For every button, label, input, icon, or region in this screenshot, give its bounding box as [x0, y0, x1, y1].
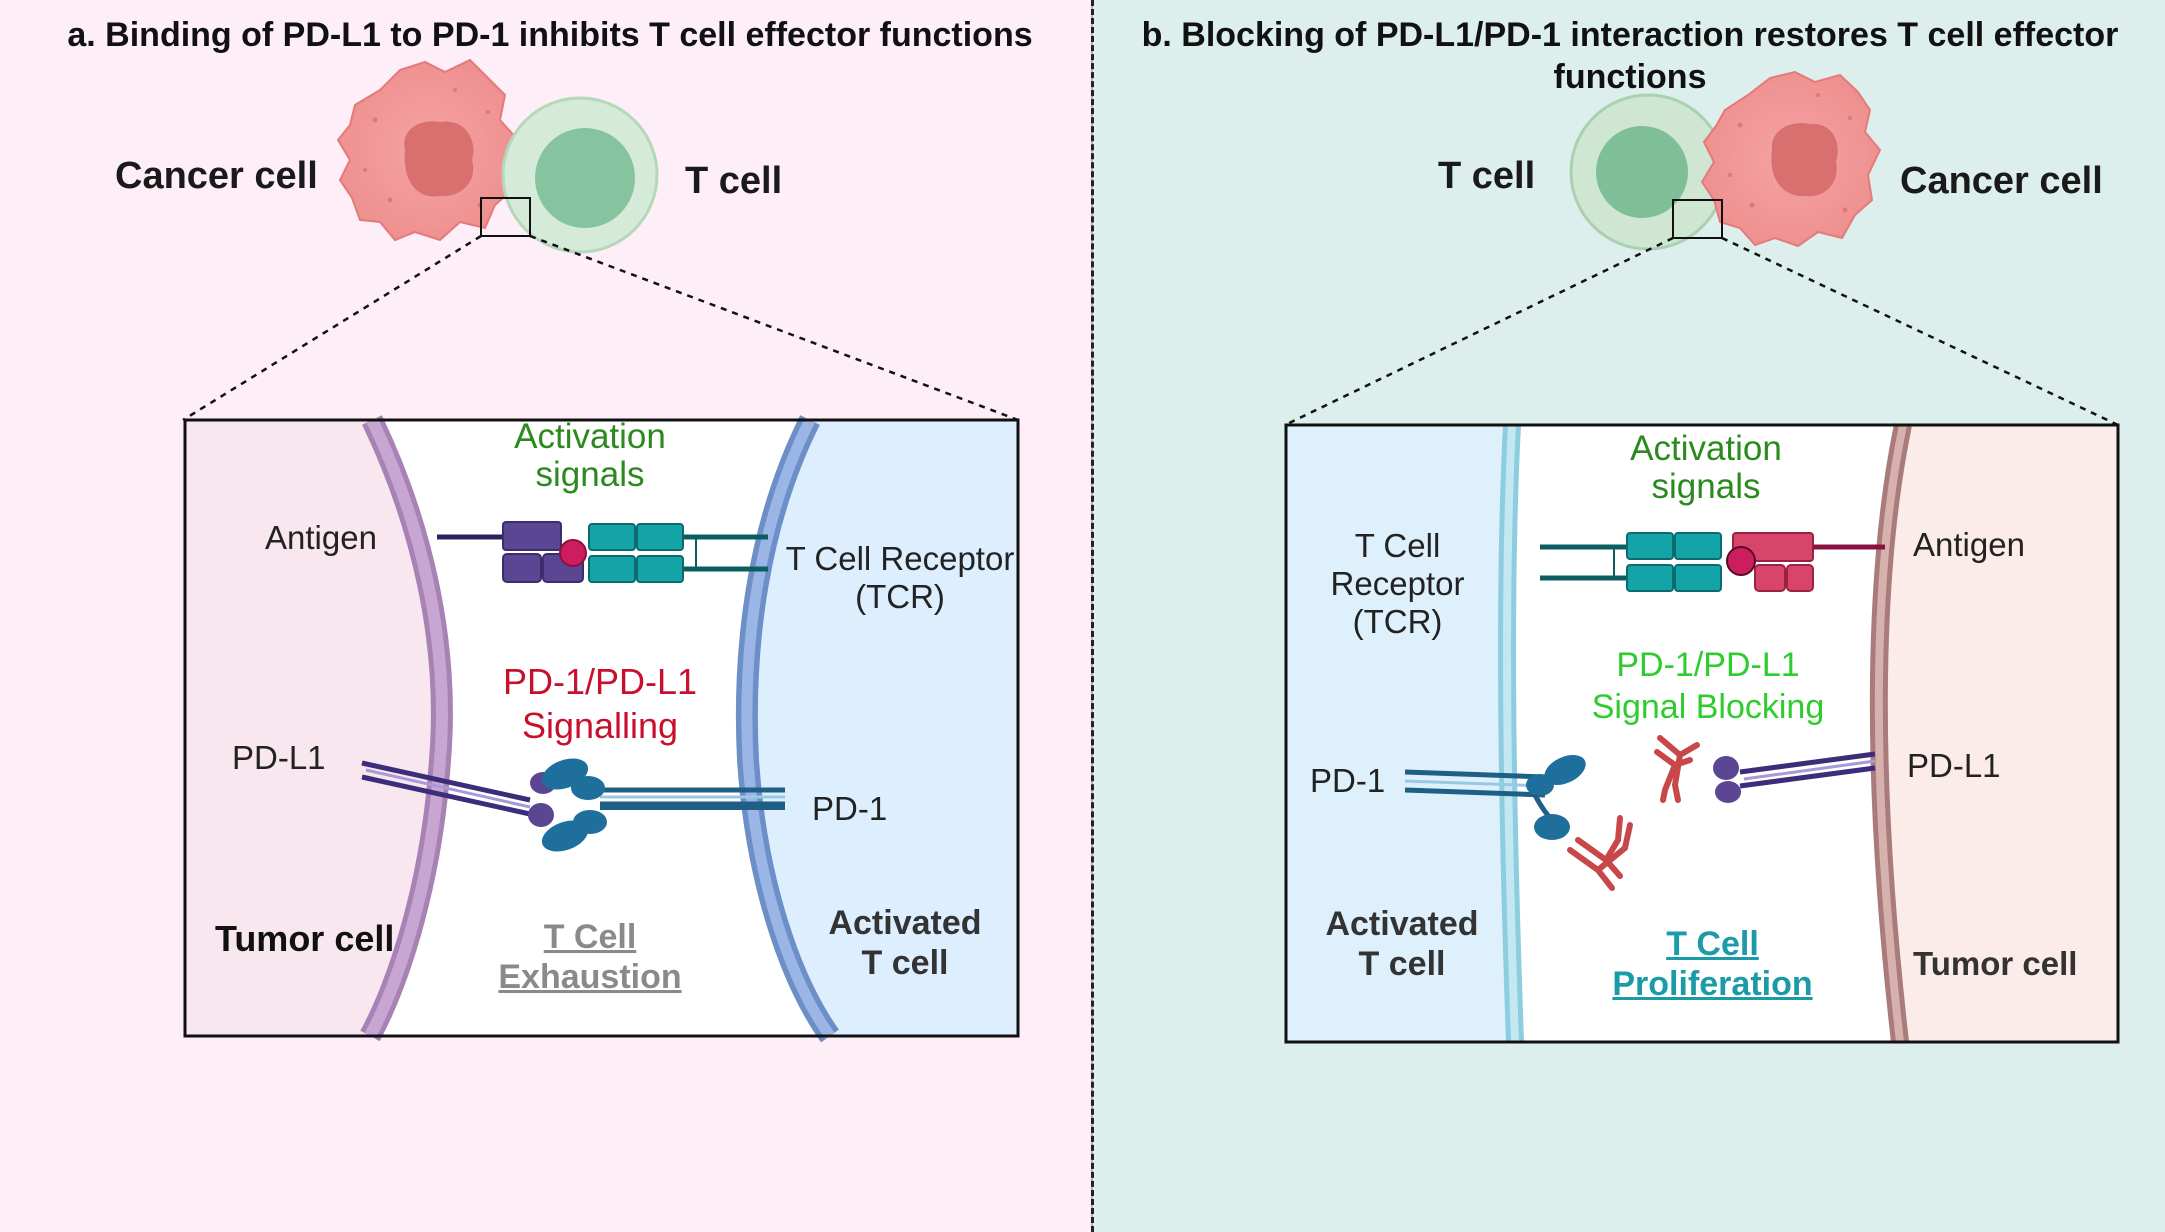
- antigen-label-a: Antigen: [265, 519, 377, 556]
- activation-signals-label-b: Activation signals: [1630, 429, 1782, 506]
- zoom-box-a: [480, 197, 531, 237]
- activated-t-cell-label-b: Activated T cell: [1325, 905, 1479, 983]
- tumor-cell-label-a: Tumor cell: [215, 918, 395, 959]
- panel-b-title: b. Blocking of PD-L1/PD-1 interaction re…: [1141, 16, 2119, 96]
- mhc-antigen-complex-a: [437, 521, 587, 583]
- pd-1-label-b: PD-1: [1310, 762, 1386, 799]
- cancer-cell-label-a: Cancer cell: [115, 155, 318, 197]
- tcr-label-b: T Cell Receptor (TCR): [1330, 527, 1465, 640]
- cancer-cell-icon-b: [1700, 70, 1882, 248]
- t-cell-label-a: T cell: [685, 160, 783, 202]
- outcome-label-b: T Cell Proliferation: [1612, 925, 1813, 1003]
- t-cell-icon-a: [501, 96, 659, 254]
- pd-l1-label-b: PD-L1: [1907, 747, 2001, 784]
- antibody-icon-1: [1567, 815, 1633, 891]
- zoom-box-b: [1672, 199, 1723, 239]
- outcome-label-a: T Cell Exhaustion: [498, 918, 682, 996]
- tumor-cell-label-b: Tumor cell: [1913, 945, 2078, 982]
- cancer-cell-icon-a: [336, 58, 520, 242]
- pd-1-molecule-a: [541, 758, 785, 852]
- pd-1-molecule-b: [1404, 754, 1586, 840]
- tcr-complex-a: [588, 523, 768, 583]
- pd-l1-label-a: PD-L1: [232, 739, 326, 776]
- pd-l1-molecule-b: [1713, 751, 1876, 803]
- tcr-label-a: T Cell Receptor (TCR): [785, 540, 1015, 615]
- activation-signals-label-a: Activation signals: [514, 417, 666, 494]
- t-cell-icon-b: [1569, 93, 1727, 251]
- signalling-label-a: PD-1/PD-L1 Signalling: [502, 661, 698, 746]
- cancer-cell-label-b: Cancer cell: [1900, 160, 2103, 202]
- antibody-icon-2: [1654, 735, 1700, 803]
- panel-a-title: a. Binding of PD-L1 to PD-1 inhibits T c…: [67, 16, 1033, 54]
- blocking-label-b: PD-1/PD-L1 Signal Blocking: [1591, 646, 1825, 726]
- mhc-antigen-complex-b: [1726, 532, 1885, 592]
- tcr-complex-b: [1540, 532, 1722, 592]
- activated-t-cell-label-a: Activated T cell: [828, 904, 982, 982]
- pd-1-label-a: PD-1: [812, 790, 888, 827]
- t-cell-label-b: T cell: [1438, 155, 1536, 197]
- panel-divider: [1091, 0, 1094, 1232]
- antigen-label-b: Antigen: [1913, 526, 2025, 563]
- pd-l1-molecule-a: [361, 760, 556, 827]
